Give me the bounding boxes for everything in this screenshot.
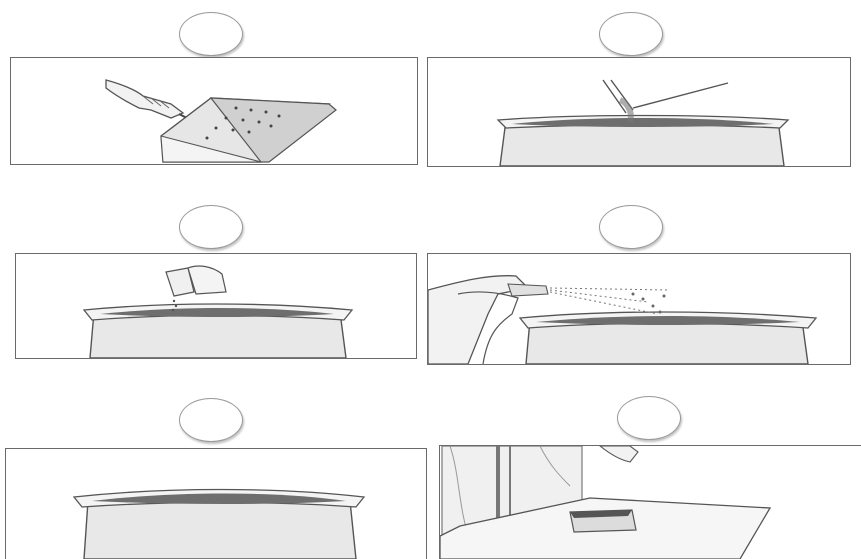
step-5-answer-circle[interactable]	[179, 398, 243, 442]
step-4-panel	[427, 253, 851, 365]
punch-holes-illustration	[11, 58, 417, 164]
step-5-panel	[5, 448, 427, 559]
step-2-panel	[427, 57, 851, 167]
fill-soil-illustration	[428, 58, 850, 166]
spray-water-illustration	[428, 254, 850, 364]
step-4-answer-circle[interactable]	[599, 205, 663, 249]
step-6-answer-circle[interactable]	[617, 396, 681, 440]
step-6-panel	[439, 445, 861, 559]
window-sill-illustration	[440, 446, 861, 559]
step-3-answer-circle[interactable]	[179, 205, 243, 249]
step-1-panel	[10, 57, 418, 165]
step-1-answer-circle[interactable]	[179, 12, 243, 56]
sprinkle-seeds-illustration	[16, 254, 416, 358]
step-2-answer-circle[interactable]	[599, 12, 663, 56]
step-3-panel	[15, 253, 417, 359]
soil-tray-illustration	[6, 449, 426, 559]
